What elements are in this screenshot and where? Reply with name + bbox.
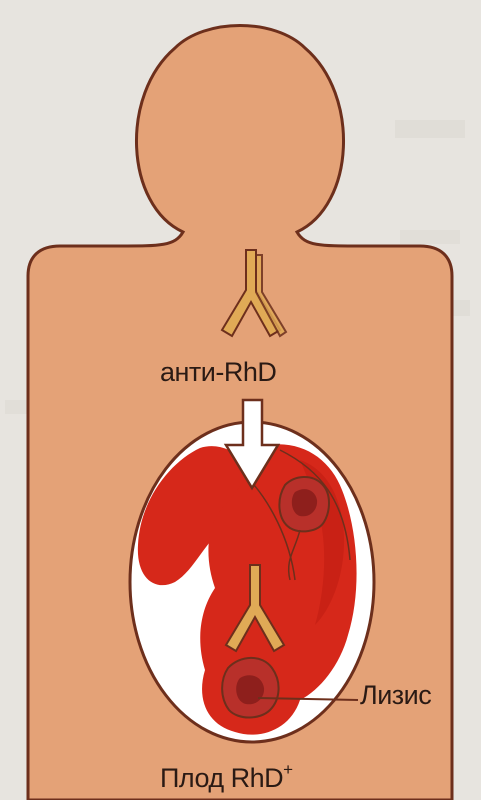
fetus-label-superscript: + — [283, 760, 292, 779]
lysis-label: Лизис — [360, 680, 431, 711]
fetus-label: Плод RhD+ — [160, 760, 293, 794]
antibody-label: анти-RhD — [160, 357, 276, 388]
fetus-label-text: Плод RhD — [160, 763, 283, 793]
